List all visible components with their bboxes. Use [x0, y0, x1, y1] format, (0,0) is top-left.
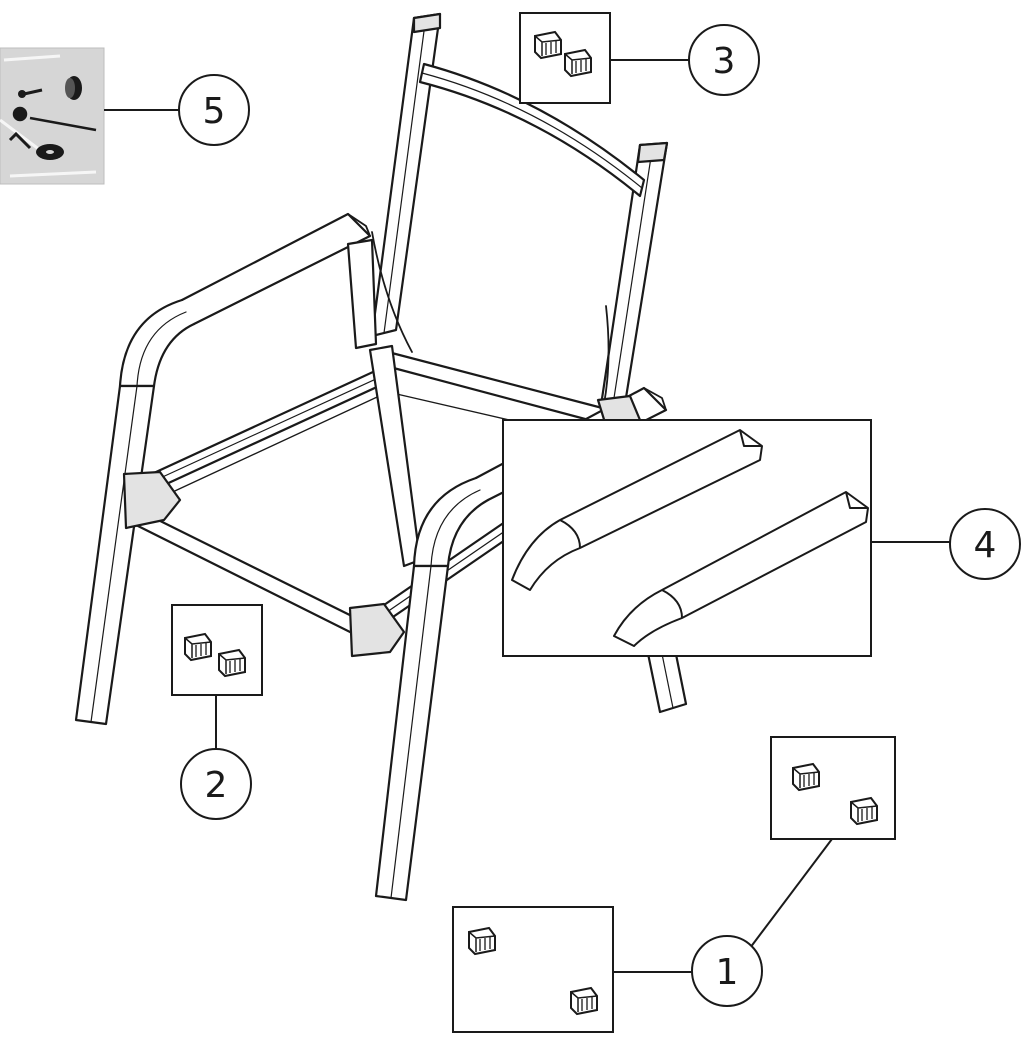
right-front-leg: [374, 564, 450, 902]
rear-seat-rail: [384, 350, 612, 426]
left-seat-bracket: [122, 470, 182, 530]
svg-text:5: 5: [203, 91, 226, 132]
back-sling: [371, 231, 610, 405]
svg-text:4: 4: [974, 525, 997, 566]
back-left-upright: [370, 12, 442, 338]
svg-text:3: 3: [713, 41, 736, 82]
left-armrest: [180, 212, 372, 326]
screw-icon: [18, 88, 43, 98]
upright-top-cap-right: [636, 141, 669, 164]
callout-4: 4: [949, 508, 1021, 580]
left-arm-post: [346, 238, 378, 350]
armrest-cover-bottom: [613, 491, 869, 647]
part-box-1-lower: [452, 906, 694, 1033]
back-top-rail: [418, 62, 646, 198]
nut-icon: [65, 76, 82, 100]
callout-2: 2: [180, 748, 252, 820]
part-box-1-upper: [770, 736, 896, 840]
callout-5: 5: [178, 74, 250, 146]
callout-3: 3: [688, 24, 760, 96]
washer-icon: [36, 144, 64, 160]
callout-1: 1: [691, 935, 763, 1007]
rear-left-leg: [368, 344, 422, 568]
part-box-4: [502, 419, 950, 657]
upright-top-cap-left: [412, 12, 442, 34]
armrest-cover-top: [511, 429, 763, 591]
part-box-5: [0, 47, 180, 185]
svg-text:1: 1: [716, 952, 739, 993]
part-box-3: [519, 12, 690, 104]
left-front-leg: [74, 384, 156, 726]
bolt-icon: [12, 106, 97, 132]
allen-key-icon: [8, 131, 32, 150]
part-box-2: [171, 604, 263, 750]
right-seat-bracket: [348, 602, 406, 658]
svg-text:2: 2: [205, 765, 228, 806]
